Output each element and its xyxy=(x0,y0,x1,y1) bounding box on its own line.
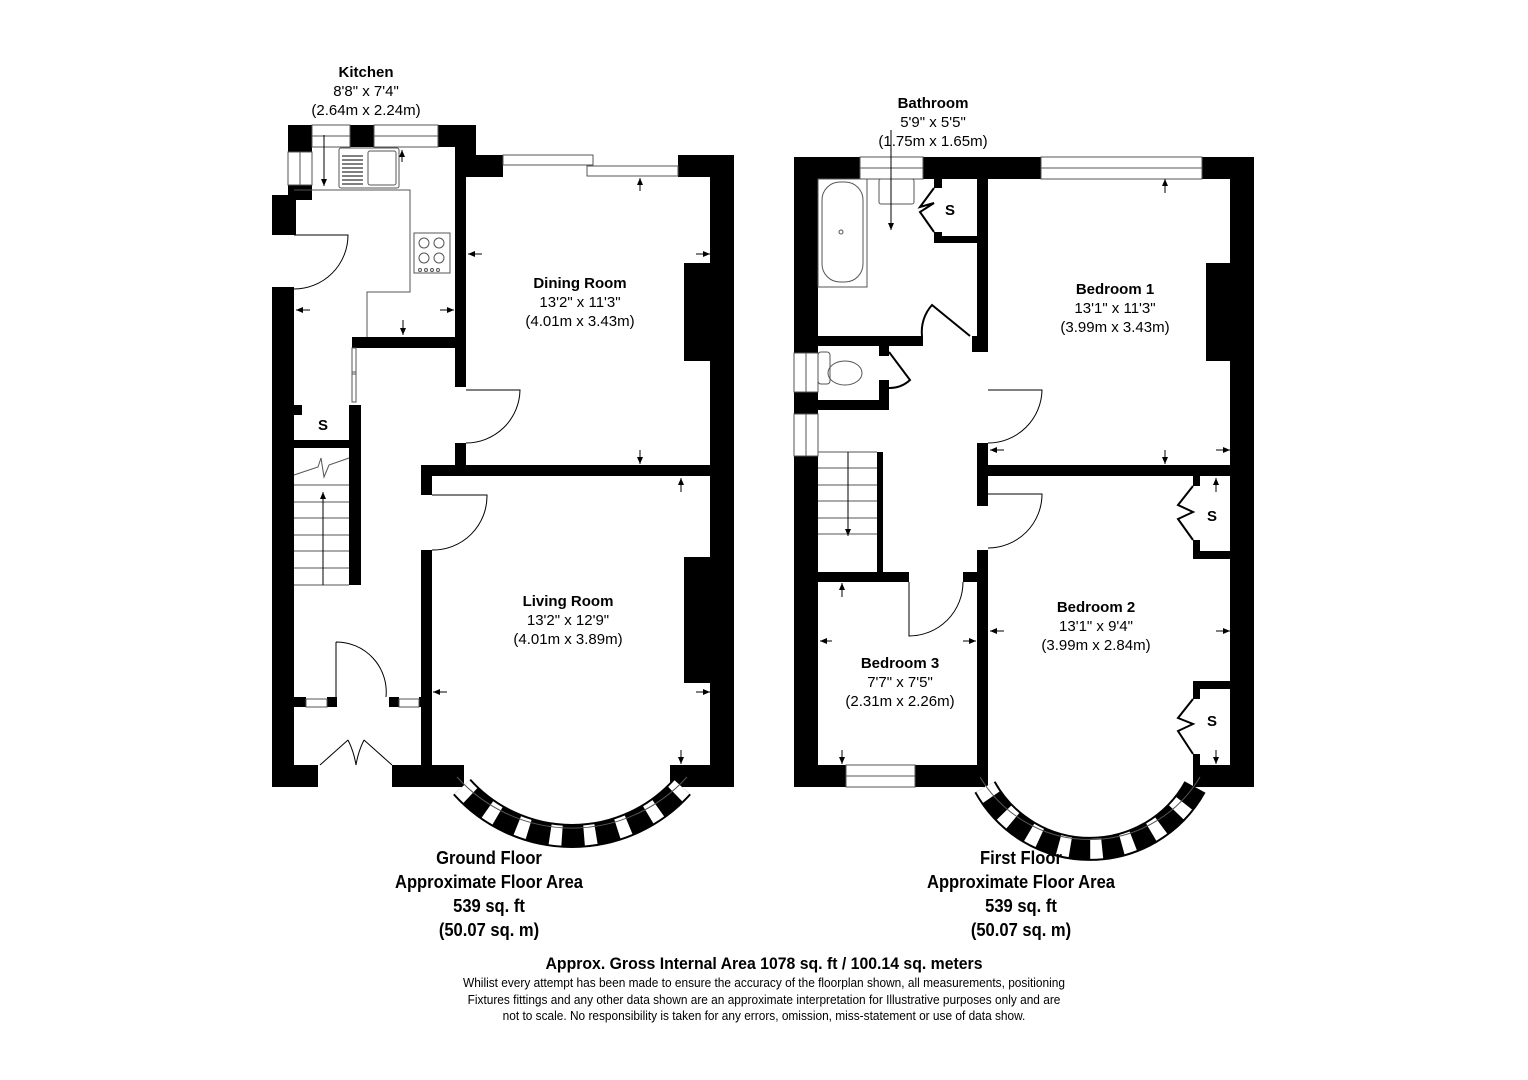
disclaimer-line: not to scale. No responsibility is taken… xyxy=(502,1009,1026,1023)
first-floor-dimension-arrows xyxy=(820,130,1230,764)
room-label-bathroom: Bathroom 5'9" x 5'5" (1.75m x 1.65m) xyxy=(863,94,1003,151)
first-floor-doors xyxy=(888,187,1196,755)
hob-icon xyxy=(413,232,451,274)
room-name: Living Room xyxy=(522,593,614,610)
bathroom-fittings xyxy=(817,178,915,386)
ground-floor-walls xyxy=(272,125,734,787)
room-dim-imperial: 13'1" x 9'4" xyxy=(1059,618,1133,635)
floor-area-label: Approximate Floor Area xyxy=(394,872,584,892)
toilet-icon xyxy=(817,351,831,385)
first-floor-plan xyxy=(793,130,1254,861)
room-name: Kitchen xyxy=(338,64,394,81)
sink-icon xyxy=(367,150,397,186)
room-dim-metric: (2.31m x 2.26m) xyxy=(845,693,955,710)
floor-area-sqm: (50.07 sq. m) xyxy=(438,920,540,940)
ground-floor-dimension-arrows xyxy=(296,135,710,764)
floor-area-label: Approximate Floor Area xyxy=(926,872,1116,892)
ground-floor-caption: Ground Floor Approximate Floor Area 539 … xyxy=(369,846,608,942)
room-label-bedroom-2: Bedroom 2 13'1" x 9'4" (3.99m x 2.84m) xyxy=(1016,598,1176,655)
ground-floor-stairs xyxy=(293,457,350,586)
room-label-dining-room: Dining Room 13'2" x 11'3" (4.01m x 3.43m… xyxy=(500,274,660,331)
footer: Approx. Gross Internal Area 1078 sq. ft … xyxy=(0,953,1528,1025)
room-label-living-room: Living Room 13'2" x 12'9" (4.01m x 3.89m… xyxy=(488,592,648,649)
room-dim-metric: (4.01m x 3.89m) xyxy=(513,631,623,648)
room-name: Bathroom xyxy=(897,95,969,112)
ground-floor-doors xyxy=(293,234,521,766)
drainer-icon xyxy=(342,155,363,185)
room-dim-metric: (1.75m x 1.65m) xyxy=(878,133,988,150)
basin-icon xyxy=(878,178,915,205)
room-dim-imperial: 13'1" x 11'3" xyxy=(1074,300,1156,317)
room-name: Bedroom 3 xyxy=(860,655,940,672)
storage-cupboard-label: S xyxy=(1207,713,1218,730)
ground-floor-bay-window xyxy=(453,776,691,848)
room-dim-imperial: 7'7" x 7'5" xyxy=(867,674,933,691)
room-dim-metric: (4.01m x 3.43m) xyxy=(525,313,635,330)
room-dim-imperial: 13'2" x 12'9" xyxy=(526,612,610,629)
floor-area-sqm: (50.07 sq. m) xyxy=(970,920,1072,940)
room-dim-metric: (3.99m x 3.43m) xyxy=(1060,319,1170,336)
kitchen-fittings xyxy=(294,147,451,337)
floor-area-sqft: 539 sq. ft xyxy=(453,896,525,916)
room-dim-imperial: 5'9" x 5'5" xyxy=(900,114,966,131)
floor-area-sqft: 539 sq. ft xyxy=(985,896,1057,916)
disclaimer-line: Fixtures fittings and any other data sho… xyxy=(467,992,1061,1007)
bath-icon xyxy=(817,178,868,288)
floor-title: Ground Floor xyxy=(436,848,542,868)
first-floor-windows xyxy=(793,156,1203,788)
disclaimer-line: Whilist every attempt has been made to e… xyxy=(462,976,1065,990)
first-floor-bay-window xyxy=(974,776,1206,861)
room-label-bedroom-1: Bedroom 1 13'1" x 11'3" (3.99m x 3.43m) xyxy=(1035,280,1195,337)
room-name: Dining Room xyxy=(533,275,627,292)
room-name: Bedroom 1 xyxy=(1075,281,1155,298)
storage-cupboard-label: S xyxy=(318,417,329,434)
storage-cupboard-label: S xyxy=(945,202,956,219)
gross-internal-area: Approx. Gross Internal Area 1078 sq. ft … xyxy=(545,954,983,973)
room-dim-imperial: 13'2" x 11'3" xyxy=(539,294,621,311)
room-dim-imperial: 8'8" x 7'4" xyxy=(333,83,399,100)
room-label-kitchen: Kitchen 8'8" x 7'4" (2.64m x 2.24m) xyxy=(306,63,426,120)
first-floor-walls xyxy=(794,157,1254,787)
room-dim-metric: (3.99m x 2.84m) xyxy=(1041,637,1151,654)
first-floor-caption: First Floor Approximate Floor Area 539 s… xyxy=(901,846,1140,942)
storage-cupboard-label: S xyxy=(1207,508,1218,525)
floor-title: First Floor xyxy=(980,848,1062,868)
room-label-bedroom-3: Bedroom 3 7'7" x 7'5" (2.31m x 2.26m) xyxy=(820,654,980,711)
room-name: Bedroom 2 xyxy=(1056,599,1136,616)
ground-floor-windows xyxy=(287,124,679,708)
room-dim-metric: (2.64m x 2.24m) xyxy=(311,102,421,119)
ground-floor-plan xyxy=(272,124,734,848)
first-floor-stairs xyxy=(818,451,877,536)
